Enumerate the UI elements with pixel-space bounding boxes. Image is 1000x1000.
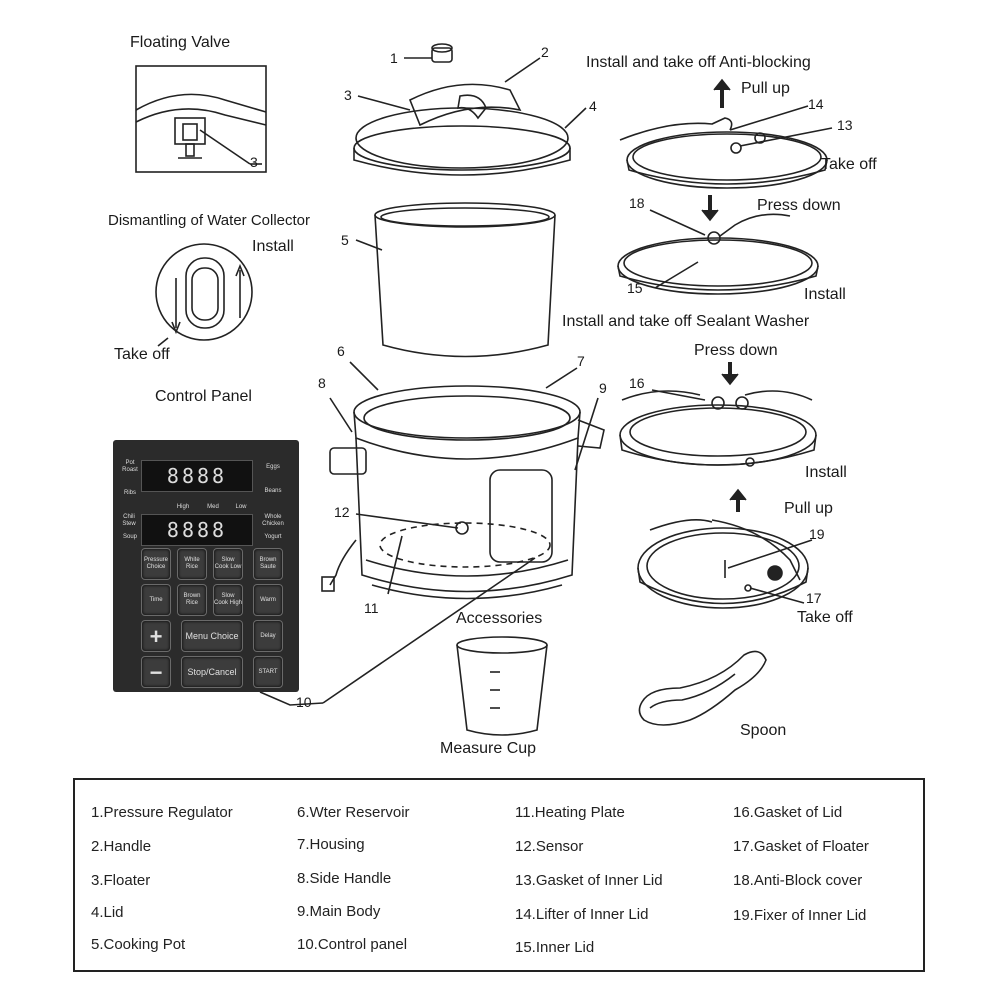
main-body-art [259,361,605,706]
measure-cup-art [456,636,548,736]
legend-item: 17.Gasket of Floater [733,838,869,855]
callout-5: 5 [341,232,349,248]
legend-item: 8.Side Handle [297,870,392,887]
yogurt-text: Yogurt [264,534,282,540]
brown-saute-button[interactable]: Brown Saute [253,548,283,580]
floating-valve-label: Floating Valve [130,34,231,51]
legend-item: 6.Wter Reservoir [297,804,410,821]
pot-roast-text: Pot Roast [122,460,138,473]
med-text: Med [207,504,219,510]
callout-10: 10 [296,694,312,710]
callout-12: 12 [334,504,350,520]
inner-lid-1-art [619,78,833,189]
legend-item: 15.Inner Lid [515,939,595,956]
callout-3-valve: 3 [250,154,258,170]
pull-up-1-label: Pull up [741,80,790,97]
legend-item: 7.Housing [297,836,365,853]
parts-legend: 1.Pressure Regulator 2.Handle 3.Floater … [73,778,925,972]
pull-up-2-label: Pull up [784,500,833,517]
plus-button[interactable]: + [141,620,171,652]
press-down-2-label: Press down [694,342,778,359]
legend-item: 1.Pressure Regulator [91,804,233,821]
callout-16: 16 [629,375,645,391]
callout-2: 2 [541,44,549,60]
callout-6: 6 [337,343,345,359]
callout-18: 18 [629,195,645,211]
press-down-1-label: Press down [757,197,841,214]
control-panel: Pot Roast Eggs Ribs Beans 8888 High Med … [113,440,299,692]
cooking-pot-art [355,202,556,358]
callout-1: 1 [390,50,398,66]
slow-cook-low-button[interactable]: Slow Cook Low [213,548,243,580]
legend-item: 3.Floater [91,872,151,889]
menu-choice-button[interactable]: Menu Choice [181,620,243,652]
spoon-art [638,650,767,726]
soup-text: Soup [122,534,137,540]
legend-item: 12.Sensor [515,838,584,855]
callout-11: 11 [364,600,379,616]
dismantling-label: Dismantling of Water Collector [108,212,311,229]
sealant-ring-2-art [637,488,813,609]
take-off-left-label: Take off [114,346,170,363]
callout-15: 15 [627,280,643,296]
pressure-choice-button[interactable]: Pressure Choice [141,548,171,580]
anti-blocking-label: Install and take off Anti-blocking [586,54,811,71]
display-bottom: 8888 [141,514,253,546]
delay-button[interactable]: Delay [253,620,283,652]
eggs-text: Eggs [266,464,280,470]
ribs-text: Ribs [123,490,136,496]
install-2-label: Install [805,464,847,481]
minus-button[interactable]: − [141,656,171,688]
install-1-label: Install [804,286,846,303]
warm-button[interactable]: Warm [253,584,283,616]
measure-cup-label: Measure Cup [440,740,537,757]
legend-item: 19.Fixer of Inner Lid [733,907,867,924]
low-text: Low [235,504,247,510]
take-off-1-label: Take off [821,156,877,173]
legend-item: 4.Lid [91,904,124,921]
take-off-2-label: Take off [797,609,853,626]
floating-valve-detail [135,65,267,173]
stop-cancel-button[interactable]: Stop/Cancel [181,656,243,688]
legend-item: 2.Handle [91,838,152,855]
callout-8: 8 [318,375,326,391]
whole-chicken-text: Whole Chicken [262,514,284,527]
legend-item: 5.Cooking Pot [91,936,186,953]
install-left-label: Install [252,238,294,255]
beans-text: Beans [264,488,282,494]
callout-3: 3 [344,87,352,103]
legend-item: 11.Heating Plate [515,804,625,821]
legend-item: 14.Lifter of Inner Lid [515,906,649,923]
sealant-washer-label: Install and take off Sealant Washer [562,313,810,330]
legend-item: 16.Gasket of Lid [733,804,843,821]
legend-item: 18.Anti-Block cover [733,872,863,889]
water-collector-detail [155,243,253,347]
accessories-label: Accessories [456,610,543,627]
start-button[interactable]: START [253,656,283,688]
callout-19: 19 [809,526,825,542]
callout-14: 14 [808,96,824,112]
chili-stew-text: Chili Stew [122,514,136,527]
spoon-label: Spoon [740,722,787,739]
legend-item: 13.Gasket of Inner Lid [515,872,663,889]
brown-rice-button[interactable]: Brown Rice [177,584,207,616]
legend-item: 9.Main Body [297,903,381,920]
callout-7: 7 [577,353,585,369]
high-text: High [176,504,190,510]
white-rice-button[interactable]: White Rice [177,548,207,580]
callout-13: 13 [837,117,853,133]
slow-cook-high-button[interactable]: Slow Cook High [213,584,243,616]
time-button[interactable]: Time [141,584,171,616]
callout-17: 17 [806,590,822,606]
sealant-ring-1-art [619,362,817,467]
legend-item: 10.Control panel [297,936,408,953]
control-panel-label: Control Panel [155,388,252,405]
callout-9: 9 [599,380,607,396]
callout-4: 4 [589,98,597,114]
display-top: 8888 [141,460,253,492]
lid-art [353,43,587,176]
inner-lid-2-art [617,195,819,295]
